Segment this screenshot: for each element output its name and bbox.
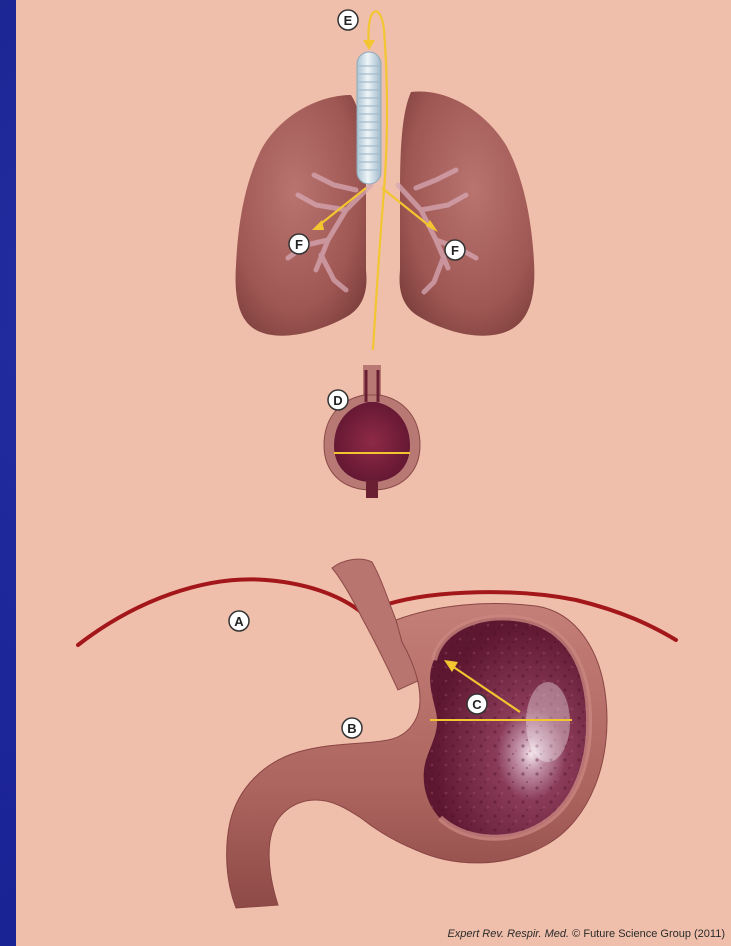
svg-text:F: F xyxy=(295,237,303,252)
svg-text:F: F xyxy=(451,243,459,258)
svg-text:D: D xyxy=(333,393,342,408)
svg-text:A: A xyxy=(234,614,244,629)
label-a: A xyxy=(229,611,249,631)
label-d: D xyxy=(328,390,348,410)
credit-publisher: Future Science Group (2011) xyxy=(583,928,725,940)
label-layer: E F F D A C B xyxy=(16,0,731,946)
label-b: B xyxy=(342,718,362,738)
label-f-right: F xyxy=(445,240,465,260)
label-f-left: F xyxy=(289,234,309,254)
svg-text:B: B xyxy=(347,721,356,736)
svg-text:E: E xyxy=(344,13,353,28)
figure-credit: Expert Rev. Respir. Med. © Future Scienc… xyxy=(447,928,725,940)
figure-panel: E F F D A C B xyxy=(16,0,731,946)
copyright-symbol: © xyxy=(572,928,580,940)
svg-text:C: C xyxy=(472,697,482,712)
label-c: C xyxy=(467,694,487,714)
label-e: E xyxy=(338,10,358,30)
credit-journal: Expert Rev. Respir. Med. xyxy=(447,928,569,940)
